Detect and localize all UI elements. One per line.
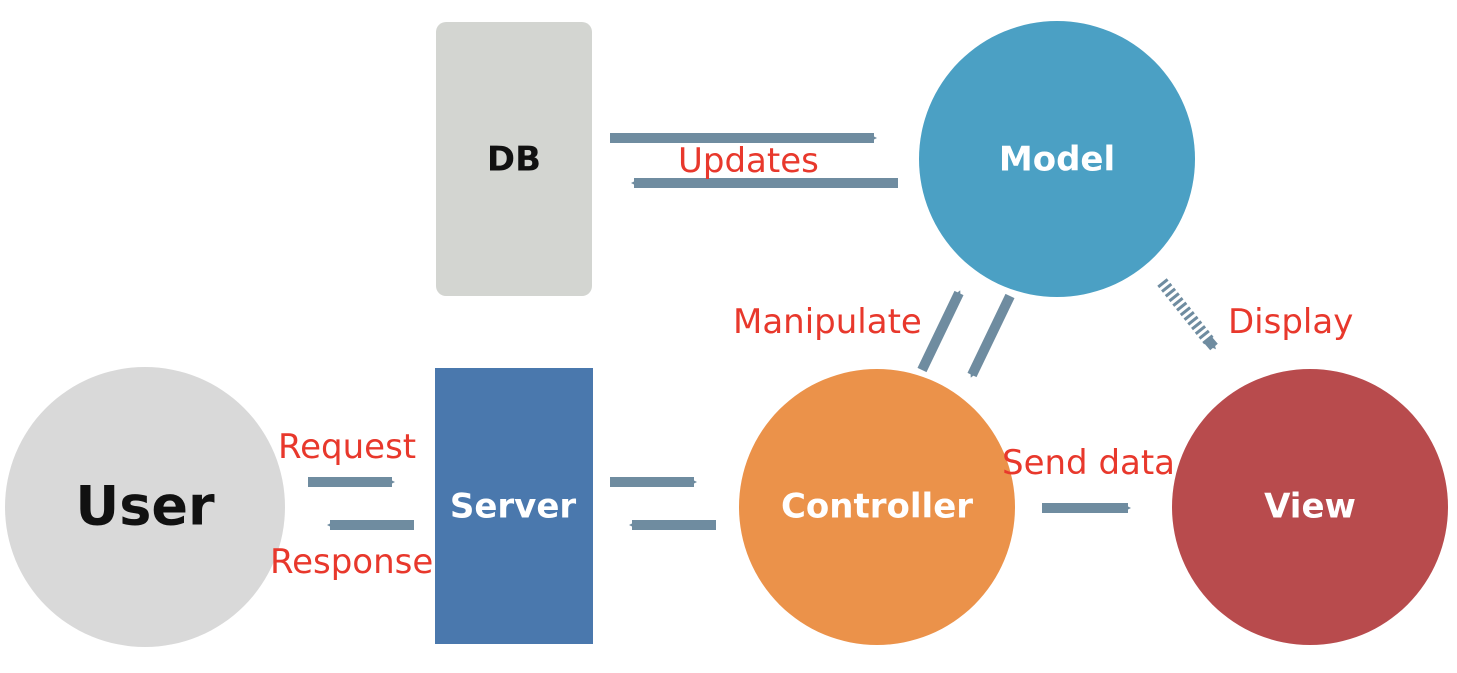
label-manipulate: Manipulate (733, 302, 922, 342)
controller-label: Controller (781, 487, 973, 527)
label-send-data: Send data (1002, 443, 1175, 483)
user-label: User (75, 475, 215, 538)
label-response: Response (270, 542, 433, 582)
arrow-display-head (1204, 336, 1218, 351)
arrows (308, 133, 1218, 530)
server-label: Server (450, 487, 577, 527)
label-request: Request (278, 427, 416, 467)
db-node: DB (436, 22, 592, 296)
arrow-display (1157, 278, 1215, 346)
controller-circle (739, 369, 1015, 645)
label-updates: Updates (678, 141, 819, 181)
arrow-model-to-controller (967, 293, 1015, 378)
controller-node: Controller (739, 369, 1015, 645)
view-node: View (1172, 369, 1448, 645)
arrow-controller-to-model (917, 290, 964, 373)
user-circle (5, 367, 285, 647)
db-label: DB (487, 140, 541, 180)
user-node: User (5, 367, 285, 647)
view-circle (1172, 369, 1448, 645)
label-display: Display (1228, 302, 1353, 342)
server-box (435, 368, 593, 644)
db-box (436, 22, 592, 296)
model-node: Model (919, 21, 1195, 297)
view-label: View (1264, 487, 1356, 527)
model-label: Model (999, 140, 1115, 180)
model-circle (919, 21, 1195, 297)
server-node: Server (435, 368, 593, 644)
